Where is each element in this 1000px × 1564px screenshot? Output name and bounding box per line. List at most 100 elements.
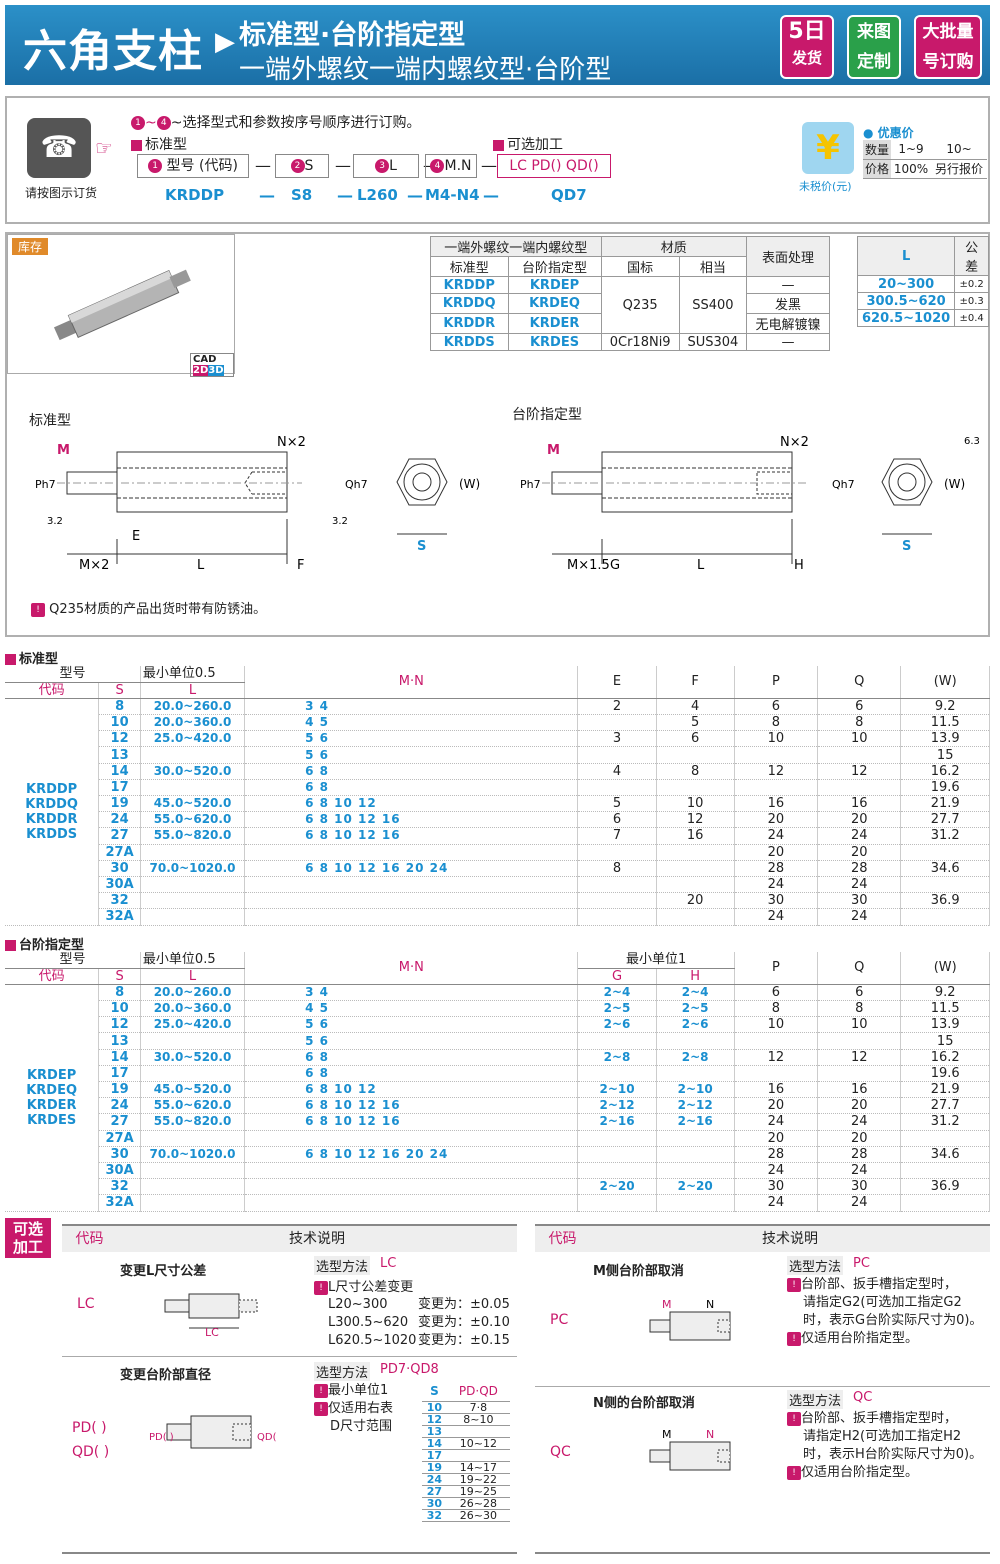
cell: 5 6 [244,1016,579,1034]
cell: 30.0~520.0 [140,763,246,780]
cell [577,1162,657,1180]
cell: 2~10 [577,1081,657,1099]
phone-note: 请按图示订货 [25,186,98,200]
cell: 34.6 [900,860,990,877]
cell [140,779,246,797]
cell [577,714,657,732]
cell: 6 8 10 12 16 [244,1097,579,1115]
cell: 6 [734,698,819,716]
step-label-q: Qh7 [832,478,855,491]
badge-5day: 5日发货 [780,15,834,79]
cell: 27A [98,844,141,861]
cell: 8 [98,698,141,716]
dash-1: — [255,156,271,175]
step-label-g: G [610,558,620,573]
cell: 6 8 [244,1065,579,1083]
cell: 32 [98,1178,141,1196]
cell: 8 [656,763,735,780]
cell: 15 [900,1032,990,1050]
cell: 13 [98,746,141,764]
rough-2: 3.2 [332,516,348,527]
cell: 5 [577,795,657,813]
cell: 16 [656,827,735,845]
cell [140,1065,246,1083]
cell: 12 [734,1049,819,1066]
step-label-l: L [697,558,705,573]
cell: 11.5 [900,714,990,732]
label-p: Ph7 [35,478,56,491]
svg-text:N: N [706,1428,714,1441]
options-badge: 可选加工 [5,1218,51,1258]
cell: 55.0~820.0 [140,827,246,845]
cell: 19.6 [900,779,990,797]
cell: 8 [817,714,902,732]
svg-text:M: M [662,1428,672,1441]
lc-title: 变更L尺寸公差 [120,1264,207,1279]
label-n: N×2 [277,435,306,450]
cell [577,1146,657,1163]
qc-code: QC [550,1444,571,1460]
cell: 30 [98,860,141,877]
cell [656,1032,735,1050]
cell: 32A [98,1194,141,1212]
qc-title: N侧的台阶部取消 [593,1396,695,1411]
cell: 14 [98,763,141,780]
cell [817,1032,902,1050]
cell: 6 8 10 12 [244,795,579,813]
cell: 10 [817,730,902,748]
opt-h-desc-2: 技术说明 [590,1226,990,1252]
cell [140,1032,246,1050]
cell: 19.6 [900,1065,990,1083]
order-section: ☎ ☞ 请按图示订货 1~4~选择型式和参数按序号顺序进行订购。 标准型 可选加… [5,96,990,224]
cell [656,844,735,861]
cell: 24 [734,1162,819,1180]
opt-label: 可选加工 [493,134,563,154]
cell: 3 4 [244,698,579,716]
cell: 16 [817,1081,902,1099]
cell: 8 [98,984,141,1002]
cell [577,1032,657,1050]
cell: 6 [817,984,902,1002]
example-option: QD7 [551,186,587,204]
cell [244,908,579,926]
std-label: 标准型 [131,134,187,154]
qc-method-code: QC [853,1390,873,1405]
step-label-w: (W) [944,477,965,491]
ex-dash-2: — [337,186,353,205]
cell: 6 8 [244,1049,579,1066]
cell [244,1130,579,1147]
cell [577,844,657,861]
cell [734,1065,819,1083]
cell [244,892,579,910]
cell: 8 [734,714,819,732]
label-s: S [417,539,426,554]
ex-dash-4: — [483,186,499,205]
cell: 20 [817,844,902,861]
cell: 24 [817,1194,902,1212]
cell [577,746,657,764]
cell: 20 [817,811,902,829]
cell: 27.7 [900,1097,990,1115]
cell: 10 [734,1016,819,1034]
step-table-title: 台阶指定型 [5,934,84,953]
cell: 2~20 [656,1178,735,1196]
cell: 3 [577,730,657,748]
cell: 27 [98,827,141,845]
step-label-h: H [794,558,804,573]
cell: 20.0~360.0 [140,714,246,732]
cell [817,1065,902,1083]
